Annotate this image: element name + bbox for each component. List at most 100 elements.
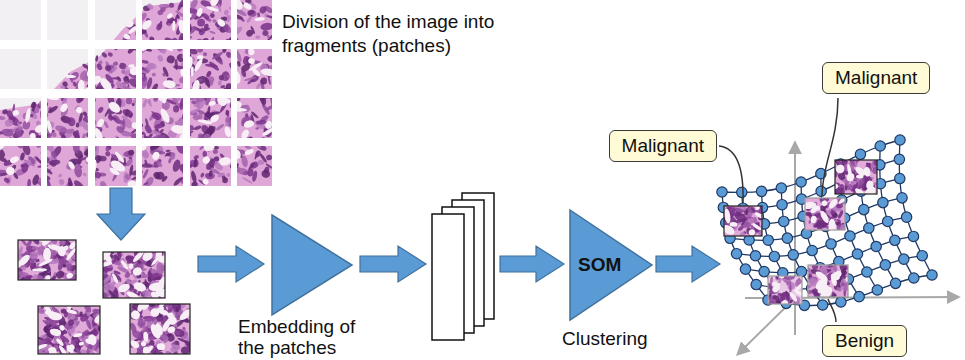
tissue-lumen	[158, 304, 164, 309]
tissue-blob	[122, 85, 131, 90]
tissue-lumen	[754, 211, 762, 219]
tissue-blob	[86, 132, 94, 138]
tissue-blob	[101, 51, 108, 58]
tissue-blob	[258, 93, 267, 106]
tissue-lumen	[232, 70, 241, 84]
tissue-lumen	[103, 252, 113, 262]
tissue-lumen	[251, 67, 261, 77]
tissue-lumen	[44, 274, 51, 280]
tissue-blob	[38, 306, 45, 315]
tissue-blob	[54, 124, 68, 134]
mesh-node	[899, 254, 909, 264]
tissue-lumen	[157, 343, 166, 350]
tissue-blob	[187, 88, 197, 99]
tissue-lumen	[206, 5, 220, 12]
tissue-lumen	[820, 283, 830, 293]
tissue-blob	[261, 77, 268, 84]
tissue-blob	[265, 154, 272, 161]
mesh-node	[779, 216, 789, 226]
tissue-lumen	[67, 160, 76, 170]
tissue-blob	[92, 308, 98, 314]
tissue-blob	[199, 145, 205, 150]
shape-outline	[238, 215, 368, 315]
tissue-lumen	[835, 183, 839, 190]
triangle-shape	[272, 215, 352, 315]
tissue-blob	[0, 116, 6, 121]
tissue-lumen	[128, 65, 141, 78]
tissue-blob	[229, 37, 233, 44]
tissue-blob	[88, 96, 95, 103]
tissue-lumen	[93, 127, 105, 143]
tissue-blob	[70, 317, 73, 320]
tissue-blob	[58, 178, 65, 185]
tissue-blob	[173, 65, 184, 70]
tissue-lumen	[48, 347, 54, 352]
node-caption: Clustering	[562, 328, 662, 350]
tissue-blob	[242, 177, 253, 184]
tissue-patch	[835, 160, 877, 194]
tissue-lumen	[771, 283, 781, 293]
tissue-lumen	[202, 178, 210, 186]
tissue-lumen	[111, 272, 119, 284]
tissue-blob	[188, 12, 198, 21]
tissue-blob	[768, 296, 777, 304]
tissue-blob	[129, 132, 143, 143]
tissue-blob	[203, 27, 210, 32]
tissue-blob	[120, 69, 126, 75]
tissue-blob	[44, 112, 48, 117]
tissue-blob	[121, 252, 124, 256]
tissue-lumen	[151, 151, 160, 161]
tissue-blob	[104, 65, 111, 72]
tissue-blob	[170, 87, 182, 95]
node-label: SOM	[578, 254, 662, 276]
tissue-lumen	[75, 106, 83, 114]
tissue-blob	[142, 99, 148, 109]
tissue-lumen	[863, 166, 872, 177]
tissue-blob	[36, 274, 45, 280]
tissue-blob	[211, 51, 224, 61]
tissue-blob	[217, 172, 226, 178]
leaders	[719, 98, 838, 322]
tissue-lumen	[729, 222, 737, 227]
tissue-blob	[42, 165, 54, 175]
mesh-node	[890, 235, 900, 245]
tissue-blob	[116, 41, 124, 48]
tissue-blob	[25, 240, 33, 250]
tissue-blob	[248, 162, 256, 170]
tissue-blob	[176, 0, 185, 12]
tissue-lumen	[748, 229, 756, 236]
tissue-blob	[144, 175, 156, 188]
tissue-blob	[97, 106, 105, 114]
tissue-lumen	[179, 124, 186, 133]
tissue-blob	[209, 30, 216, 34]
mesh-node	[776, 183, 786, 193]
tissue-blob	[187, 41, 194, 48]
tissue-blob	[79, 311, 83, 316]
tissue-blob	[270, 93, 274, 106]
tissue-blob	[225, 51, 233, 59]
tissue-blob	[162, 66, 170, 77]
tissue-lumen	[242, 1, 253, 10]
tissue-blob	[112, 289, 119, 298]
tissue-blob	[136, 131, 144, 135]
tissue-blob	[3, 177, 11, 184]
tissue-lumen	[262, 89, 266, 94]
tissue-blob	[41, 173, 52, 181]
tissue-blob	[3, 136, 13, 147]
tissue-blob	[224, 40, 229, 45]
tissue-blob	[103, 291, 108, 298]
tissue-lumen	[188, 38, 199, 49]
mesh-node	[817, 300, 827, 310]
tissue-blob	[86, 311, 91, 317]
tissue-blob	[231, 109, 236, 115]
tissue-blob	[156, 262, 165, 275]
tissue-blob	[143, 317, 155, 323]
tissue-blob	[195, 93, 205, 103]
callout-box: Malignant	[822, 62, 930, 94]
tissue-lumen	[264, 120, 273, 130]
tissue-lumen	[9, 155, 20, 164]
mesh-node	[826, 239, 836, 249]
tissue-patch	[18, 240, 76, 280]
tissue-blob	[117, 41, 128, 47]
tissue-blob	[251, 170, 258, 182]
